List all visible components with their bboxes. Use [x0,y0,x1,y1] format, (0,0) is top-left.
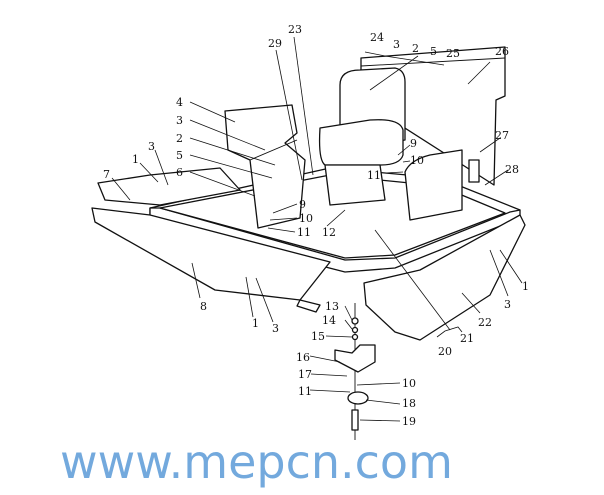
callout: 11 [297,226,311,239]
callout: 3 [272,322,279,335]
battery-cover [404,149,463,221]
callout-labels: 23 29 24 3 2 5 25 26 4 3 3 1 2 5 6 7 9 1… [103,23,529,428]
callout: 29 [268,37,282,50]
callout: 2 [412,42,419,55]
callout: 27 [495,129,509,142]
callout: 20 [438,345,452,358]
callout: 25 [446,47,460,60]
callout: 5 [430,45,437,58]
callout: 1 [252,317,259,330]
callout: 21 [460,332,474,345]
callout: 16 [296,351,310,364]
callout: 26 [495,45,509,58]
callout: 6 [176,166,183,179]
control-console [224,104,306,229]
callout: 17 [298,368,312,381]
callout: 10 [402,377,416,390]
callout: 3 [393,38,400,51]
callout: 3 [504,298,511,311]
callout: 7 [103,168,110,181]
callout: 23 [288,23,302,36]
callout: 13 [325,300,339,313]
right-side-panel [363,214,526,341]
left-side-panel [91,207,331,313]
callout: 12 [322,226,336,239]
callout: 1 [522,280,529,293]
callout: 9 [410,137,417,150]
mount-assembly [334,303,376,440]
callout: 1 [132,153,139,166]
callout: 18 [402,397,416,410]
callout: 3 [148,140,155,153]
callout: 4 [176,96,183,109]
callout: 3 [176,114,183,127]
callout: 10 [410,154,424,167]
callout: 10 [299,212,313,225]
callout: 19 [402,415,416,428]
callout: 28 [505,163,519,176]
seat [318,67,406,206]
callout: 11 [367,169,381,182]
callout: 11 [298,385,312,398]
callout: 24 [370,31,384,44]
callout: 9 [299,198,306,211]
callout: 22 [478,316,492,329]
leader-lines [111,36,523,422]
callout: 8 [200,300,207,313]
watermark: www.mepcn.com [60,435,453,489]
callout: 14 [322,314,336,327]
callout: 15 [311,330,325,343]
callout: 2 [176,132,183,145]
callout: 5 [176,149,183,162]
